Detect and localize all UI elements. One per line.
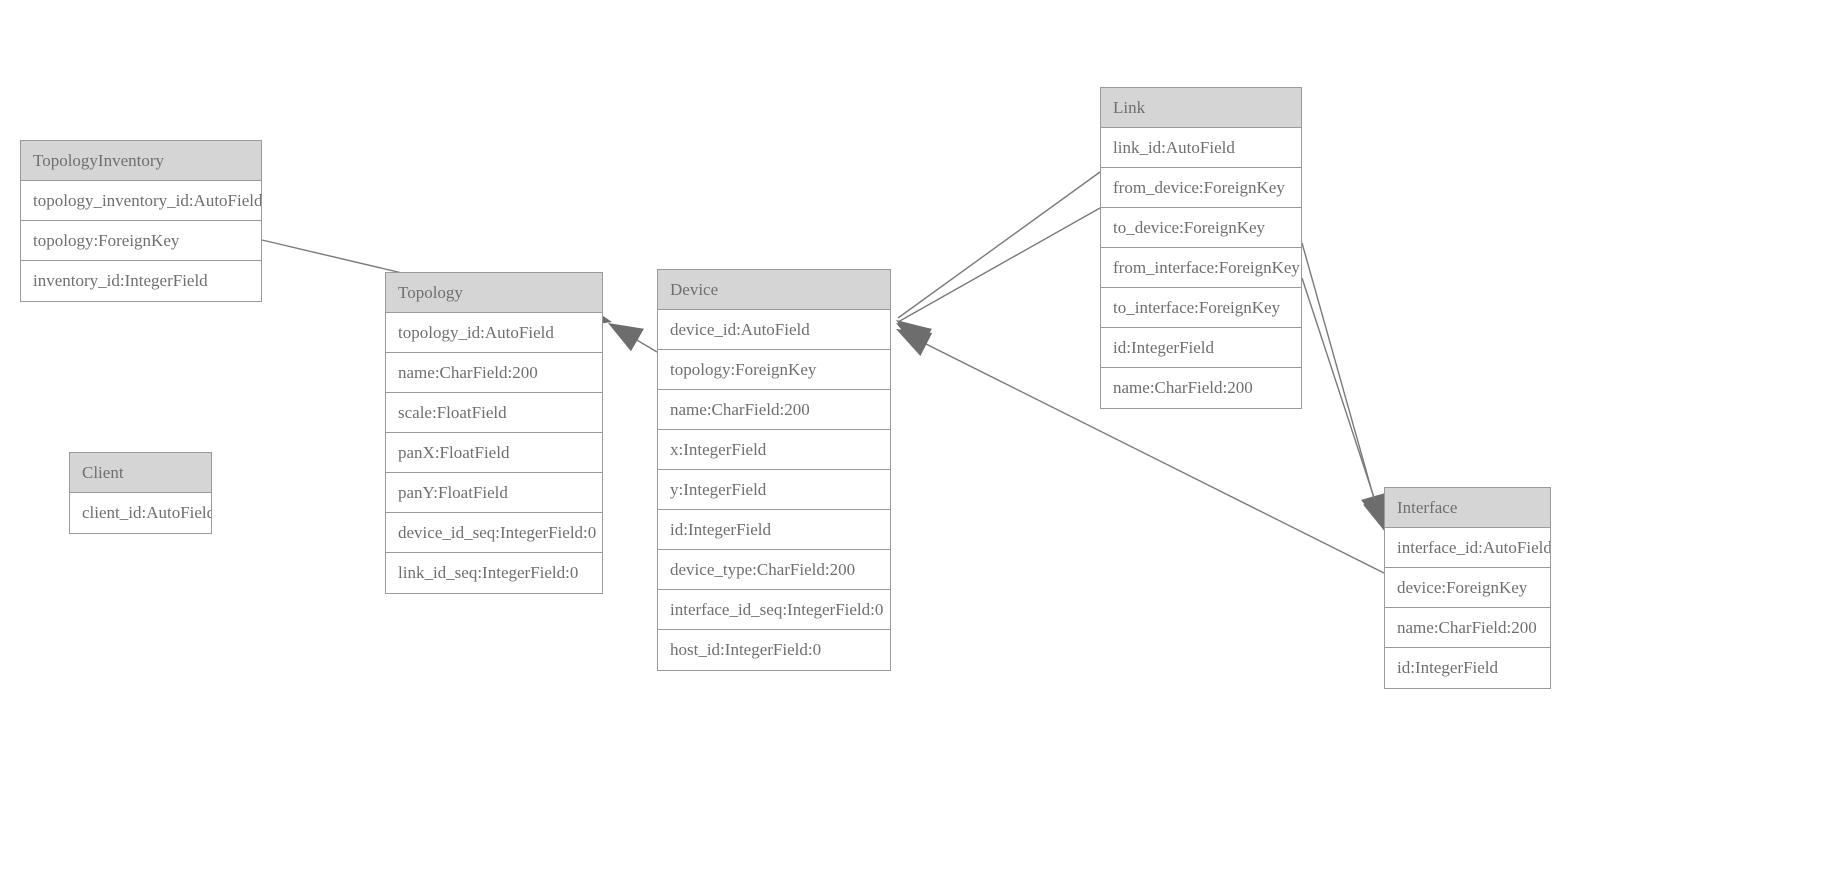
entity-field[interactable]: id:IntegerField [1385,648,1550,688]
entity-field[interactable]: device_id:AutoField [658,310,890,350]
entity-title-topology: Topology [386,273,602,313]
relationship-line [609,323,658,353]
relationship-arrowhead [896,323,932,352]
entity-title-topology_inventory: TopologyInventory [21,141,261,181]
relationship-line [1301,242,1383,528]
entity-field[interactable]: device:ForeignKey [1385,568,1550,608]
entity-field[interactable]: host_id:IntegerField:0 [658,630,890,670]
entity-field[interactable]: topology_id:AutoField [386,313,602,353]
entity-field[interactable]: x:IntegerField [658,430,890,470]
relationship-line [897,171,1101,319]
entity-field[interactable]: scale:FloatField [386,393,602,433]
entity-title-device: Device [658,270,890,310]
entity-field[interactable]: name:CharField:200 [1385,608,1550,648]
entity-field[interactable]: from_interface:ForeignKey [1101,248,1301,288]
entity-field[interactable]: name:CharField:200 [386,353,602,393]
relationship-line [1301,277,1386,532]
entity-title-interface: Interface [1385,488,1550,528]
entity-field[interactable]: topology_inventory_id:AutoField [21,181,261,221]
entity-field[interactable]: id:IntegerField [658,510,890,550]
entity-field[interactable]: name:CharField:200 [1101,368,1301,408]
entity-field[interactable]: device_id_seq:IntegerField:0 [386,513,602,553]
entity-field[interactable]: from_device:ForeignKey [1101,168,1301,208]
entity-field[interactable]: y:IntegerField [658,470,890,510]
entity-field[interactable]: device_type:CharField:200 [658,550,890,590]
relationship-arrowhead [608,323,644,352]
relationship-line [897,207,1101,323]
entity-field[interactable]: link_id:AutoField [1101,128,1301,168]
entity-field[interactable]: topology:ForeignKey [658,350,890,390]
entity-field[interactable]: topology:ForeignKey [21,221,261,261]
relationship-arrowhead [896,320,932,351]
entity-field[interactable]: to_device:ForeignKey [1101,208,1301,248]
entity-field[interactable]: link_id_seq:IntegerField:0 [386,553,602,593]
entity-field[interactable]: id:IntegerField [1101,328,1301,368]
relationship-arrowhead [896,329,933,357]
entity-field[interactable]: to_interface:ForeignKey [1101,288,1301,328]
entity-field[interactable]: interface_id_seq:IntegerField:0 [658,590,890,630]
entity-field[interactable]: panX:FloatField [386,433,602,473]
entity-field[interactable]: panY:FloatField [386,473,602,513]
entity-field[interactable]: client_id:AutoField [70,493,211,533]
entity-field[interactable]: interface_id:AutoField [1385,528,1550,568]
entity-title-link: Link [1101,88,1301,128]
entity-field[interactable]: name:CharField:200 [658,390,890,430]
entity-title-client: Client [70,453,211,493]
entity-field[interactable]: inventory_id:IntegerField [21,261,261,301]
